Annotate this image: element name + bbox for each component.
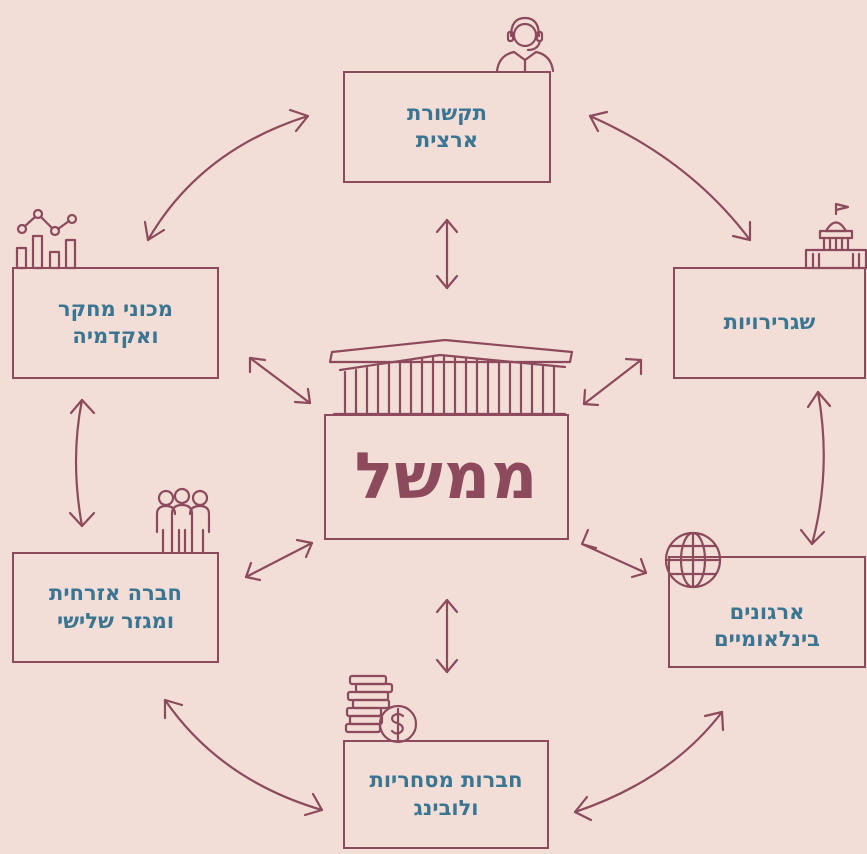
node-label-embassies: שגרירויות bbox=[723, 310, 816, 335]
parliament-building-icon bbox=[328, 338, 574, 416]
center-label: ממשל bbox=[354, 440, 539, 514]
node-research-academia: מכוני מחקר ואקדמיה bbox=[12, 267, 219, 379]
center-node-government: ממשל bbox=[324, 414, 569, 540]
node-label-civil: חברה אזרחית ומגזר שלישי bbox=[49, 581, 182, 633]
node-embassies: שגרירויות bbox=[673, 267, 866, 379]
node-label-lobby: חברות מסחריות ולובינג bbox=[369, 768, 523, 820]
capitol-building-icon bbox=[804, 202, 867, 270]
node-civil-society: חברה אזרחית ומגזר שלישי bbox=[12, 552, 219, 663]
node-national-media: תקשורת ארצית bbox=[343, 71, 551, 183]
node-label-intl-orgs: ארגונים בינלאומיים bbox=[714, 599, 820, 651]
node-label-media: תקשורת ארצית bbox=[407, 100, 487, 152]
node-label-research: מכוני מחקר ואקדמיה bbox=[57, 296, 174, 348]
people-group-icon bbox=[155, 487, 211, 554]
headset-person-icon bbox=[495, 16, 555, 73]
coins-dollar-icon bbox=[344, 674, 418, 744]
node-business-lobby: חברות מסחריות ולובינג bbox=[343, 740, 549, 849]
globe-icon bbox=[664, 531, 722, 589]
connection-arrows bbox=[68, 108, 832, 822]
bar-chart-icon bbox=[15, 208, 78, 270]
node-international-organizations: ארגונים בינלאומיים bbox=[668, 556, 866, 668]
